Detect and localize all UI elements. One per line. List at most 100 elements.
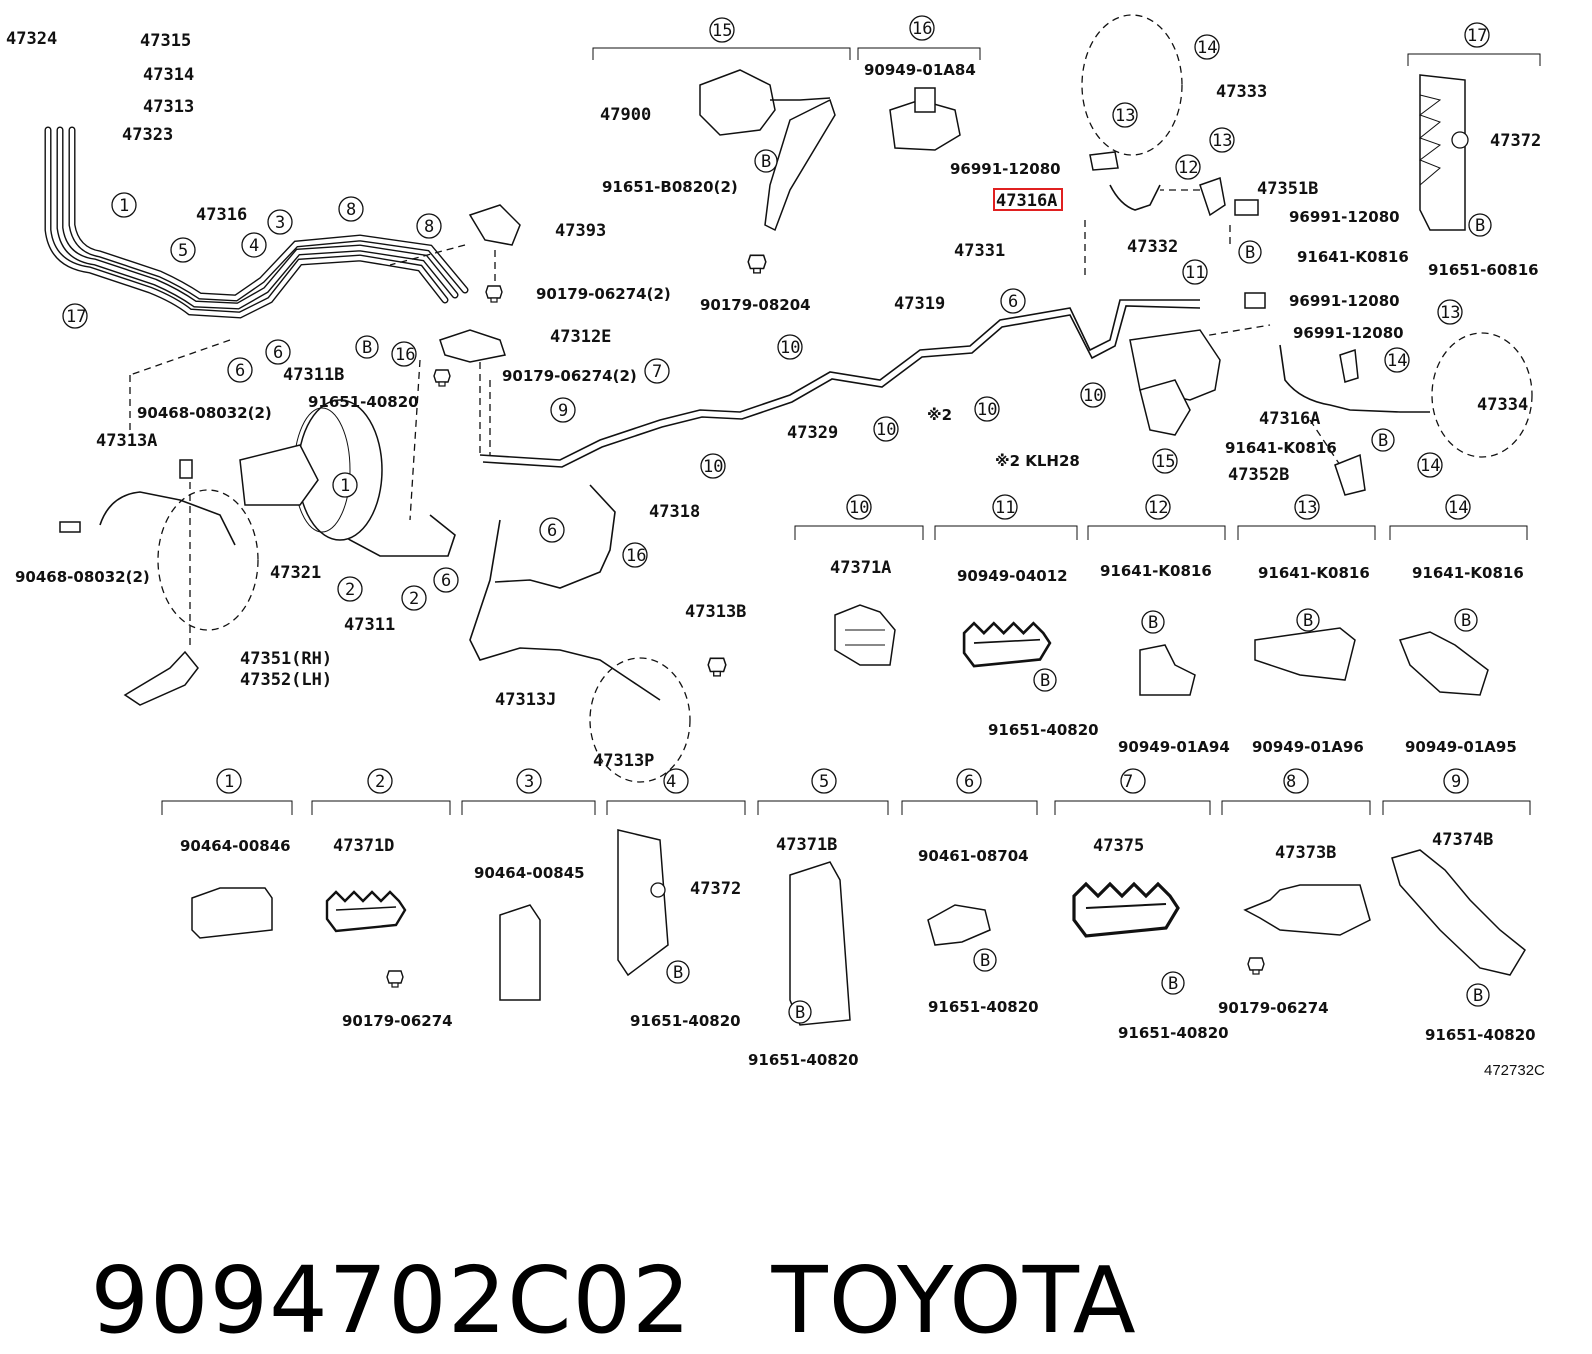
bolt-marker-label: B xyxy=(1473,986,1483,1006)
callout-number: 6 xyxy=(547,521,557,541)
part-label: 91641-K0816 xyxy=(1297,248,1409,266)
callout-number: 10 xyxy=(0,0,20,5)
part-label: 47311B xyxy=(283,365,344,385)
group-number: 2 xyxy=(375,772,385,792)
part-label: 47312E xyxy=(550,327,611,347)
part-label: 47311 xyxy=(344,615,395,635)
rear-wheel-indicator-upper xyxy=(1081,14,1183,156)
brake-booster xyxy=(239,399,383,541)
part-label: 96991-12080 xyxy=(950,160,1061,178)
group-part: 91651-40820 xyxy=(748,1051,859,1069)
part-label: 90179-06274(2) xyxy=(536,285,671,303)
front-wheel-indicator xyxy=(157,489,259,631)
callout-number: 9 xyxy=(558,401,568,421)
callout-number: 13 xyxy=(1115,106,1135,126)
brake-tube-network xyxy=(44,126,1430,701)
group-part: 47374B xyxy=(1432,830,1493,850)
part-label: 47313A xyxy=(96,431,157,451)
part-label: 47313P xyxy=(593,751,654,771)
group-part: 90464-00845 xyxy=(474,864,585,882)
highlighted-part[interactable]: 47316A xyxy=(993,188,1063,211)
group-part: 90179-06274 xyxy=(342,1012,453,1030)
callout-number: 8 xyxy=(346,200,356,220)
callout-number: 10 xyxy=(1083,386,1103,406)
part-label: 47333 xyxy=(1216,82,1267,102)
brand-name: TOYOTA xyxy=(771,1247,1137,1354)
note-text: ※2 KLH28 xyxy=(995,452,1080,470)
bolt-markers-upper: B B B B B xyxy=(355,149,1492,452)
group-number: 13 xyxy=(1297,498,1317,518)
group-number: 6 xyxy=(964,772,974,792)
part-label: 47318 xyxy=(649,502,700,522)
mid-groups: 10 47371A 11 90949-04012 B 91651-40820 1… xyxy=(794,494,1528,756)
part-label: 47314 xyxy=(143,65,194,85)
bolt-marker-label: B xyxy=(673,963,683,983)
part-label: 90949-01A84 xyxy=(864,61,976,79)
group-part: 90179-06274 xyxy=(1218,999,1329,1017)
part-label: 47329 xyxy=(787,423,838,443)
bolt-marker-label: B xyxy=(1378,431,1388,451)
dashed-leaders xyxy=(129,189,1341,650)
callout-number: 16 xyxy=(395,345,415,365)
callout-number: 13 xyxy=(1440,303,1460,323)
group-part: 91641-K0816 xyxy=(1412,564,1524,582)
callout-circles: 1 17 5 3 4 8 8 6 6 16 7 9 10 10 10 10 10… xyxy=(0,0,1463,611)
rear-wheel-indicator-right xyxy=(1431,332,1533,458)
group-number: 15 xyxy=(712,21,732,41)
group-part: 91641-K0816 xyxy=(1258,564,1370,582)
group-number: 10 xyxy=(849,498,869,518)
part-label: 47316A xyxy=(1259,409,1320,429)
group-part: 47371D xyxy=(333,836,394,856)
callout-number: 4 xyxy=(249,236,259,256)
part-label: 47321 xyxy=(270,563,321,583)
callout-number: 11 xyxy=(1185,263,1205,283)
callout-number: 5 xyxy=(178,241,188,261)
callout-number: 8 xyxy=(424,217,434,237)
group-part: 90949-04012 xyxy=(957,567,1068,585)
group-part: 91641-K0816 xyxy=(1100,562,1212,580)
callout-number: 2 xyxy=(409,589,419,609)
callout-number: 13 xyxy=(1212,131,1232,151)
part-label: 91641-K0816 xyxy=(1225,439,1337,457)
callout-number: 10 xyxy=(703,457,723,477)
callout-number: 6 xyxy=(1008,292,1018,312)
part-label: 47316 xyxy=(196,205,247,225)
group-part: 47371A xyxy=(830,558,891,578)
callout-number: 7 xyxy=(652,362,662,382)
part-label: 90468-08032(2) xyxy=(15,568,150,586)
group-part: 47371B xyxy=(776,835,837,855)
callout-number: 14 xyxy=(1197,38,1217,58)
part-number: 9094702C02 xyxy=(90,1247,692,1354)
part-label: 47393 xyxy=(555,221,606,241)
part-caption: 9094702C02 TOYOTA xyxy=(30,1140,1137,1354)
part-label: 47323 xyxy=(122,125,173,145)
bolt-marker-label: B xyxy=(1168,974,1178,994)
catalog-number: 472732C xyxy=(1484,1062,1545,1079)
group-part: 90461-08704 xyxy=(918,847,1029,865)
group-part: 47373B xyxy=(1275,843,1336,863)
part-label: 47313J xyxy=(495,690,556,710)
group-number: 11 xyxy=(995,498,1015,518)
group-number: 7 xyxy=(1123,772,1133,792)
part-label: 91651-60816 xyxy=(1428,261,1539,279)
part-label: 47351B xyxy=(1257,179,1318,199)
rear-hose-indicator xyxy=(589,657,691,783)
part-label: 91651-B0820(2) xyxy=(602,178,738,196)
callout-number: 15 xyxy=(1155,452,1175,472)
bolt-marker-label: B xyxy=(1475,216,1485,236)
group-number: 4 xyxy=(666,772,676,792)
part-label: 47352(LH) xyxy=(240,670,332,690)
part-label: 47900 xyxy=(600,105,651,125)
group-part: 47372 xyxy=(690,879,741,899)
bolt-marker-label: B xyxy=(795,1003,805,1023)
group-number: 3 xyxy=(524,772,534,792)
group-part: 91651-40820 xyxy=(928,998,1039,1016)
part-label: 47313 xyxy=(143,97,194,117)
part-label: 96991-12080 xyxy=(1293,324,1404,342)
part-label: 47319 xyxy=(894,294,945,314)
group-number: 17 xyxy=(1467,26,1487,46)
part-label: 47352B xyxy=(1228,465,1289,485)
callout-number: 6 xyxy=(235,361,245,381)
group-part: 90949-01A96 xyxy=(1252,738,1364,756)
callout-number: 2 xyxy=(345,580,355,600)
